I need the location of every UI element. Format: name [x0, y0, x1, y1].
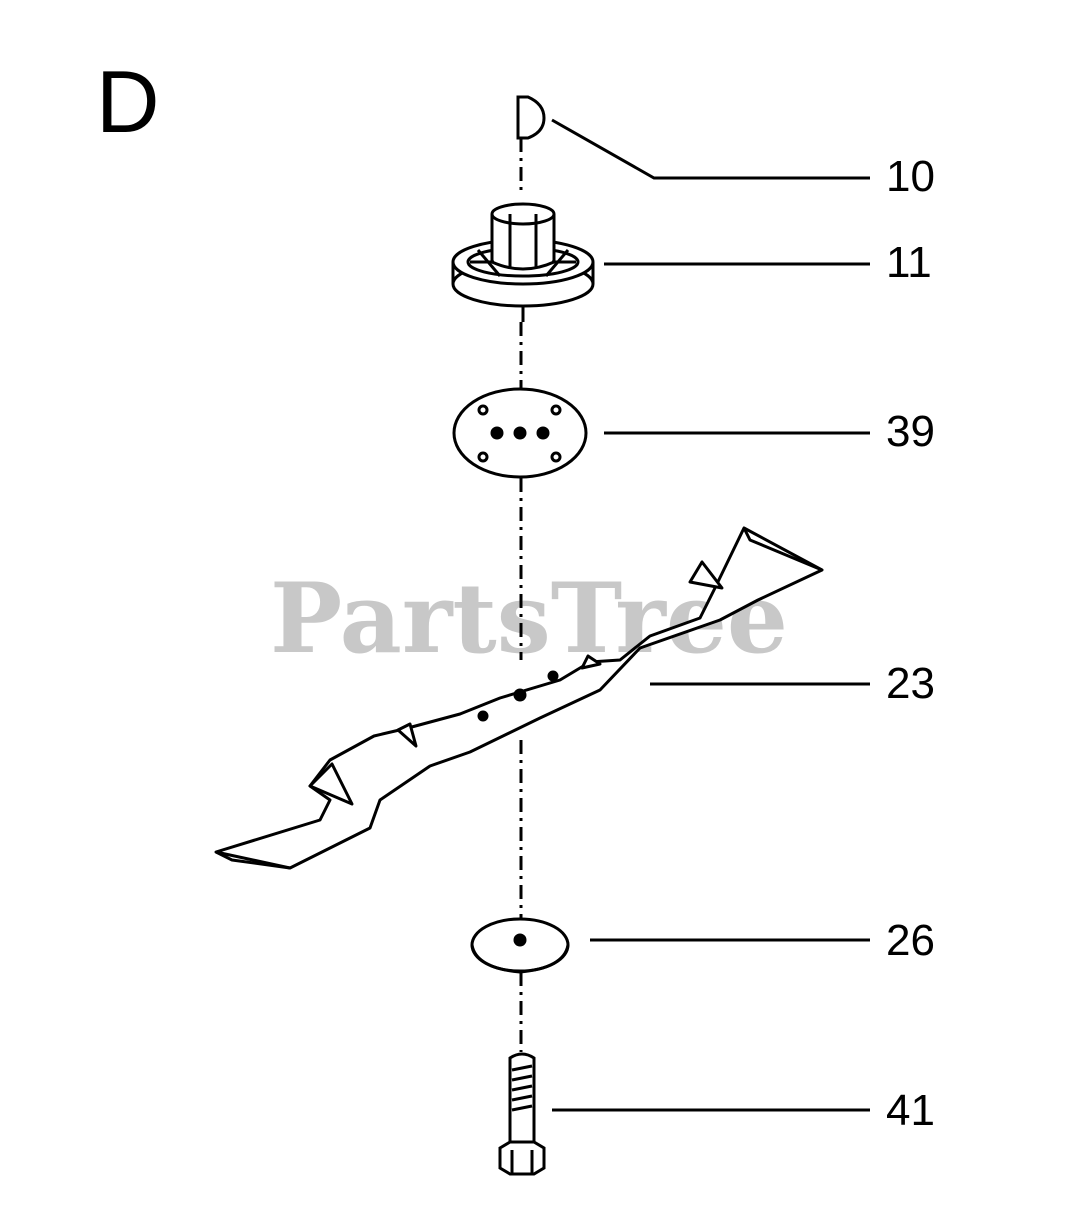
- leader-lines: [551, 118, 870, 1112]
- part-number-10: 10: [886, 152, 935, 201]
- section-letter: D: [96, 52, 160, 151]
- callout-numbers: 10 11 39 23 26 41: [886, 152, 935, 1135]
- blade-hub-adapter-icon: [451, 202, 595, 322]
- part-number-39: 39: [886, 407, 935, 456]
- part-number-11: 11: [886, 238, 932, 287]
- mower-blade-icon: [214, 526, 824, 870]
- leader-line-10: [551, 118, 870, 180]
- part-number-23: 23: [886, 659, 935, 708]
- blade-plate-icon: [452, 387, 588, 479]
- hex-bolt-icon: [498, 1052, 546, 1176]
- washer-icon: [470, 917, 570, 974]
- key-icon: [516, 95, 546, 140]
- part-number-41: 41: [886, 1086, 935, 1135]
- part-number-26: 26: [886, 916, 935, 965]
